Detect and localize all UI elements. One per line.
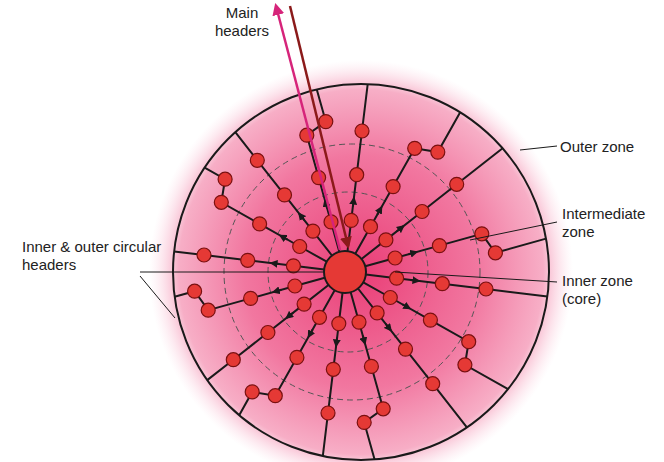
borehole	[350, 168, 364, 182]
flow-arrow	[397, 226, 403, 231]
flow-arrow	[411, 280, 419, 281]
borehole	[370, 306, 384, 320]
header-label: Inner & outer circular headers	[22, 238, 182, 274]
flow-arrow	[363, 336, 365, 344]
borehole	[423, 313, 437, 327]
leader-line	[520, 146, 557, 150]
flow-arrow	[386, 324, 391, 330]
borehole	[290, 350, 304, 364]
borehole	[332, 317, 346, 331]
leader-line	[140, 272, 323, 273]
header-label: Main headers	[212, 4, 272, 40]
borehole	[261, 326, 275, 340]
borehole-pipe	[175, 278, 325, 311]
borehole	[450, 177, 464, 191]
zone-label: Outer zone	[560, 138, 660, 156]
leader-line	[395, 272, 557, 282]
main-header-supply	[290, 6, 348, 246]
flow-arrow	[353, 199, 354, 207]
borehole	[344, 213, 358, 227]
borehole-pipe	[363, 282, 508, 389]
borehole	[408, 141, 422, 155]
borehole-pipe	[235, 132, 332, 255]
flow-arrow	[309, 330, 313, 337]
borehole	[386, 180, 400, 194]
borehole	[488, 246, 502, 260]
borehole-pipe	[239, 290, 335, 415]
borehole	[313, 310, 327, 324]
borehole	[293, 240, 307, 254]
flow-arrow	[403, 304, 410, 308]
flow-arrow	[272, 263, 280, 264]
borehole	[458, 358, 472, 372]
borehole	[435, 277, 449, 291]
borehole	[244, 291, 258, 305]
borehole	[390, 271, 404, 285]
borehole-pipe	[362, 148, 503, 259]
borehole	[214, 195, 228, 209]
flow-arrow	[281, 236, 288, 240]
flow-arrow	[287, 313, 293, 318]
borehole	[321, 406, 335, 420]
zone-label: Intermediate zone	[562, 205, 657, 241]
borehole-pipe	[351, 292, 384, 459]
flow-arrow	[377, 208, 381, 215]
borehole	[415, 205, 429, 219]
main-header-return	[276, 6, 340, 250]
borehole	[250, 153, 264, 167]
borehole	[364, 220, 378, 234]
inner-circular-header	[324, 251, 366, 293]
borehole-pipe	[365, 234, 546, 266]
borehole	[432, 239, 446, 253]
flow-arrow	[409, 252, 417, 254]
borehole	[431, 145, 445, 159]
borehole	[383, 291, 397, 305]
flow-arrow	[274, 290, 282, 292]
borehole	[326, 362, 340, 376]
borehole	[355, 124, 369, 138]
borehole	[197, 248, 211, 262]
borehole	[479, 282, 493, 296]
borehole	[226, 353, 240, 367]
borehole	[241, 253, 255, 267]
leader-line	[140, 276, 175, 318]
borehole	[352, 315, 366, 329]
borehole	[218, 172, 232, 186]
borehole	[388, 251, 402, 265]
borehole-pipe	[355, 112, 460, 253]
borehole	[306, 224, 320, 238]
borehole-pipe	[205, 168, 327, 262]
borehole	[286, 259, 300, 273]
borehole	[462, 335, 476, 349]
borehole	[268, 389, 282, 403]
zone-label: Inner zone (core)	[562, 272, 647, 308]
borehole	[426, 377, 440, 391]
borehole	[364, 359, 378, 373]
borehole	[245, 385, 259, 399]
borehole	[288, 279, 302, 293]
borehole	[253, 217, 267, 231]
borehole	[399, 342, 413, 356]
borehole	[357, 415, 371, 429]
borehole	[319, 115, 333, 129]
leader-line	[470, 222, 557, 240]
borehole	[201, 303, 215, 317]
borehole	[278, 188, 292, 202]
borehole-pipe	[207, 285, 328, 380]
flow-arrow	[336, 338, 337, 346]
borehole	[376, 402, 390, 416]
borehole	[379, 233, 393, 247]
ground-glow	[149, 60, 573, 462]
borehole	[297, 297, 311, 311]
borehole	[188, 284, 202, 298]
flow-arrow	[299, 214, 304, 220]
borehole-pipe	[358, 289, 467, 428]
